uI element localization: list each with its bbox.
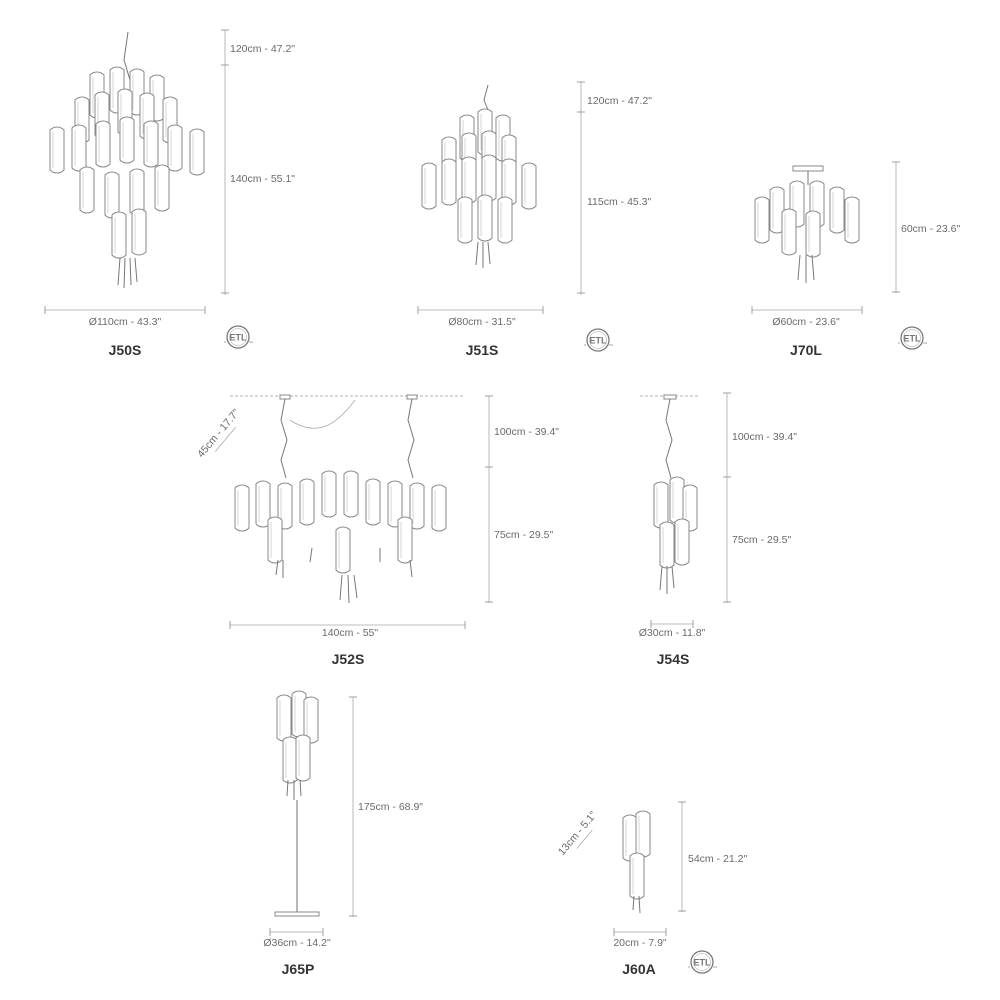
lamp-j54s-illustration — [653, 394, 698, 594]
svg-text:ETL: ETL — [590, 336, 608, 346]
etl-certification-icon-j60a: ETL C US — [688, 950, 717, 974]
width-label-j52s: 140cm - 55" — [322, 627, 379, 639]
depth-label-j60a: 13cm - 5.1" — [556, 809, 600, 858]
depth-dimension-j60a: 13cm - 5.1" — [556, 809, 600, 858]
svg-text:C: C — [898, 341, 901, 345]
model-label-j51s: J51S — [466, 342, 499, 358]
svg-text:C: C — [584, 343, 587, 347]
diameter-label-j51s: Ø80cm - 31.5" — [448, 316, 516, 328]
lamp-j65p-illustration — [274, 690, 320, 917]
product-j70l: 60cm - 23.6" Ø60cm - 23.6" J70L ETL C US — [751, 161, 960, 358]
height-body-label-j51s: 115cm - 45.3" — [587, 196, 652, 208]
etl-certification-icon-j50s: ETL C US — [224, 325, 253, 349]
lamp-j70l-illustration — [754, 165, 860, 283]
height-top-label-j51s: 120cm - 47.2" — [587, 95, 652, 107]
svg-text:C: C — [224, 340, 227, 344]
product-j60a: 13cm - 5.1" 54cm - 21.2" 20cm - 7.9" J60… — [556, 801, 747, 977]
depth-label-j52s: 45cm - 17.7" — [195, 407, 242, 460]
height-top-label-j54s: 100cm - 39.4" — [732, 431, 797, 443]
svg-text:US: US — [249, 340, 253, 344]
height-body-label-j54s: 75cm - 29.5" — [732, 534, 791, 546]
depth-dimension-j52s: 45cm - 17.7" — [195, 407, 242, 460]
lamp-j52s-illustration — [234, 394, 447, 604]
diameter-label-j50s: Ø110cm - 43.3" — [89, 316, 162, 328]
diameter-label-j54s: Ø30cm - 11.8" — [639, 627, 706, 639]
diameter-label-j70l: Ø60cm - 23.6" — [772, 316, 840, 328]
svg-text:US: US — [923, 341, 927, 345]
product-j65p: 175cm - 68.9" Ø36cm - 14.2" J65P — [263, 690, 423, 977]
lamp-j50s-illustration — [49, 31, 205, 289]
svg-text:ETL: ETL — [230, 333, 248, 343]
height-body-label-j65p: 175cm - 68.9" — [358, 801, 423, 813]
product-j51s: 120cm - 47.2" 115cm - 45.3" Ø80cm - 31.5… — [417, 81, 652, 358]
height-body-label-j60a: 54cm - 21.2" — [688, 853, 747, 865]
svg-text:US: US — [609, 343, 613, 347]
lamp-j60a-illustration — [622, 810, 651, 914]
model-label-j52s: J52S — [332, 651, 365, 667]
width-label-j60a: 20cm - 7.9" — [613, 937, 667, 949]
height-top-label-j52s: 100cm - 39.4" — [494, 426, 559, 438]
product-j50s: 120cm - 47.2" 140cm - 55.1" Ø110cm - 43.… — [44, 29, 295, 358]
etl-certification-icon-j51s: ETL C US — [584, 328, 613, 352]
height-body-label-j50s: 140cm - 55.1" — [230, 173, 295, 185]
model-label-j60a: J60A — [622, 961, 655, 977]
height-body-label-j52s: 75cm - 29.5" — [494, 529, 553, 541]
svg-text:ETL: ETL — [904, 334, 922, 344]
svg-text:ETL: ETL — [694, 958, 712, 968]
model-label-j54s: J54S — [657, 651, 690, 667]
model-label-j70l: J70L — [790, 342, 822, 358]
product-j52s: 45cm - 17.7" 100cm - 39.4" 75cm - 29.5" … — [195, 394, 559, 667]
lamp-j51s-illustration — [421, 84, 537, 268]
product-j54s: 100cm - 39.4" 75cm - 29.5" Ø30cm - 11.8"… — [639, 392, 797, 667]
diameter-label-j65p: Ø36cm - 14.2" — [263, 937, 331, 949]
height-top-label-j50s: 120cm - 47.2" — [230, 43, 295, 55]
svg-text:C: C — [688, 965, 691, 969]
model-label-j50s: J50S — [109, 342, 142, 358]
model-label-j65p: J65P — [282, 961, 315, 977]
height-body-label-j70l: 60cm - 23.6" — [901, 223, 960, 235]
etl-certification-icon-j70l: ETL C US — [898, 326, 927, 350]
svg-text:US: US — [713, 965, 717, 969]
